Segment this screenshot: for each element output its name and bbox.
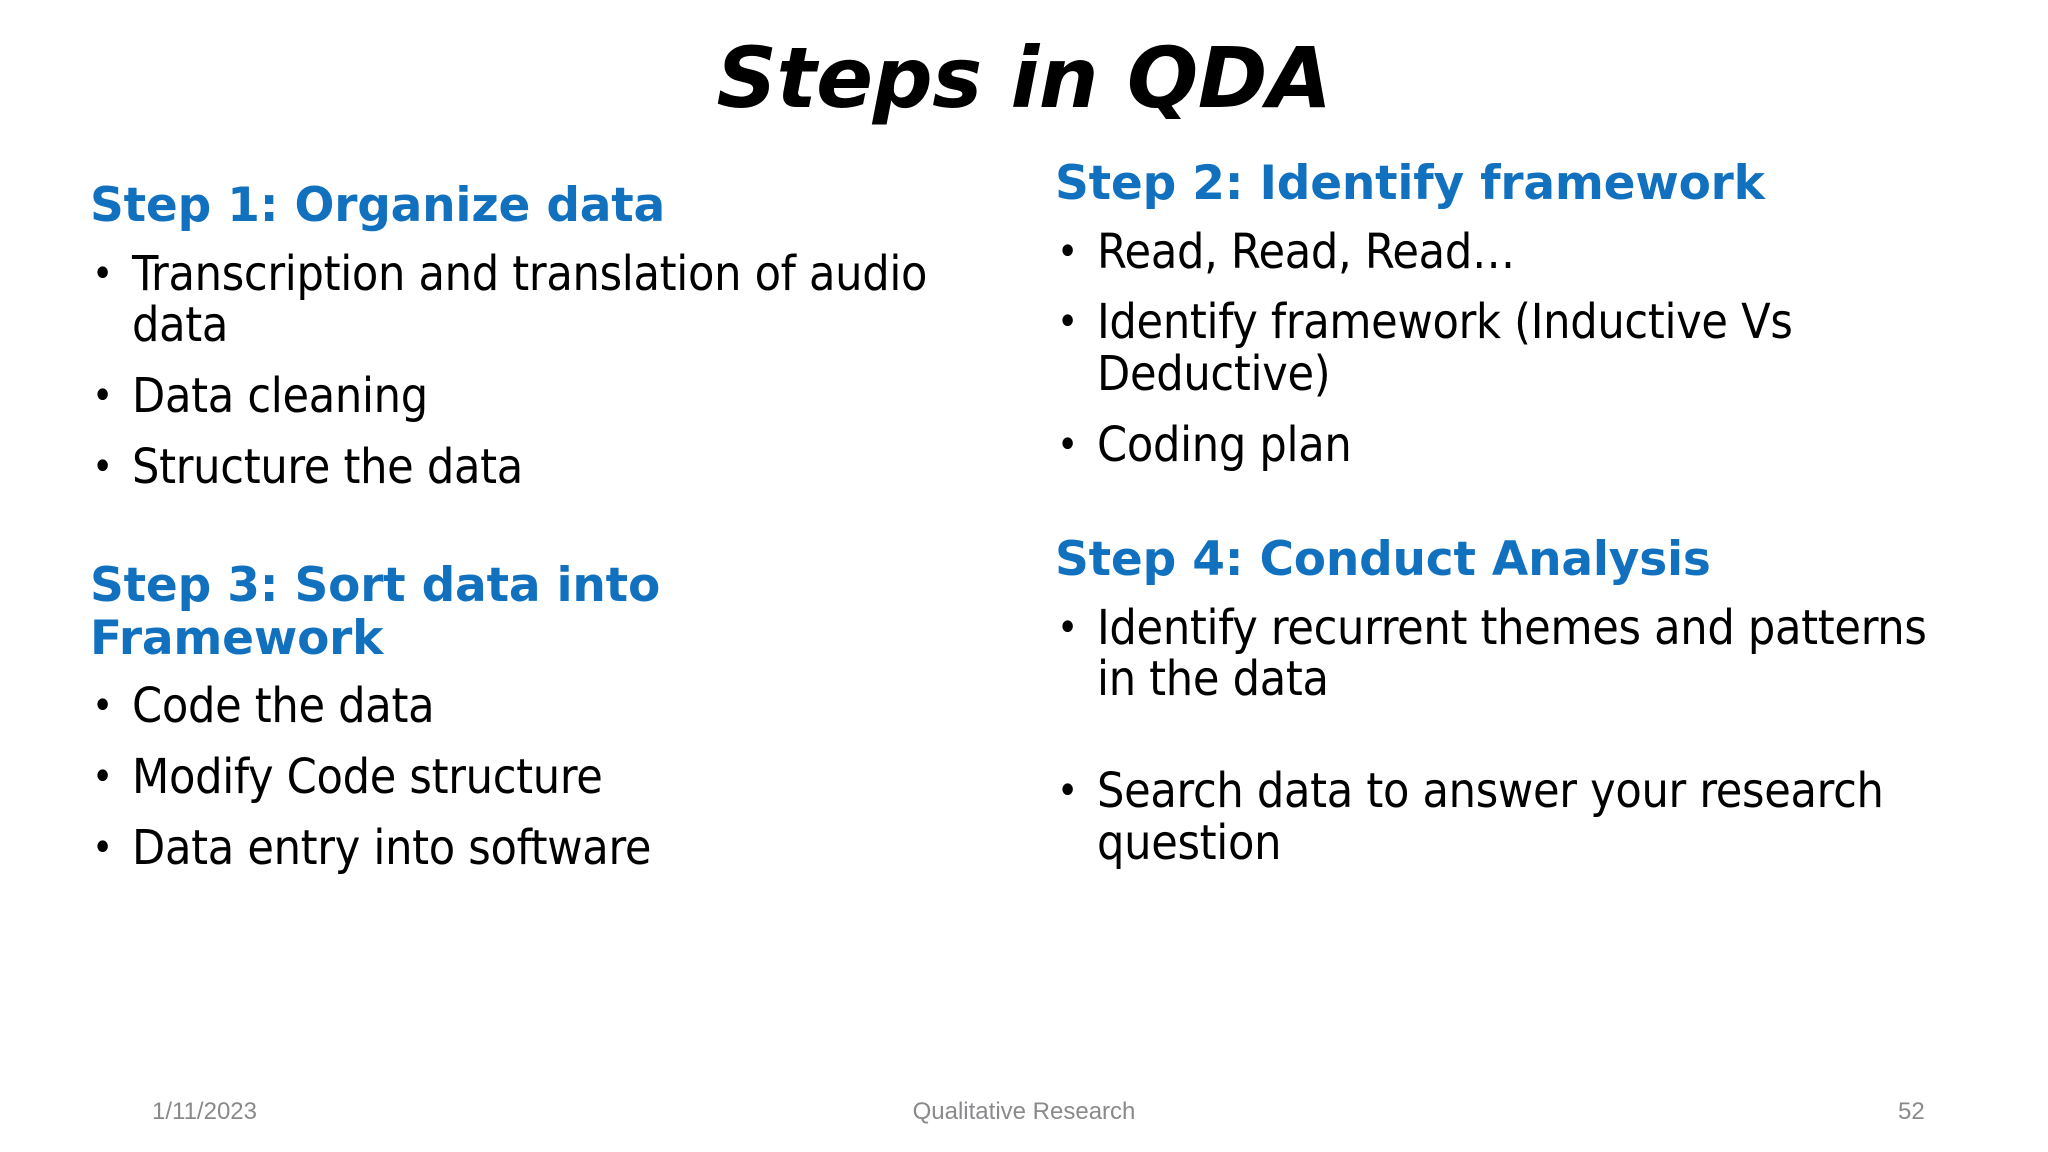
list-item: Identify framework (Inductive Vs Deducti… (1055, 297, 1975, 401)
footer-center-text: Qualitative Research (912, 1098, 1136, 1125)
step-block-2: Step 2: Identify framework Read, Read, R… (1055, 156, 1975, 472)
slide-footer: 1/11/2023 Qualitative Research 52 (0, 1098, 2048, 1138)
slide-body: Step 1: Organize data Transcription and … (0, 157, 2048, 1070)
step-block-4: Step 4: Conduct Analysis Identify recurr… (1055, 531, 1975, 870)
list-item: Search data to answer your research ques… (1055, 765, 1975, 870)
list-item: Code the data (90, 680, 950, 733)
list-item: Structure the data (90, 441, 950, 494)
list-item: Data entry into software (90, 822, 950, 875)
step-2-heading: Step 2: Identify framework (1055, 156, 1765, 211)
step-3-bullet-list: Code the data Modify Code structure Data… (90, 680, 950, 875)
left-column-spacer (90, 494, 950, 560)
list-item: Read, Read, Read… (1055, 226, 1975, 279)
step-3-heading: Step 3: Sort data into Framework (90, 557, 661, 666)
slide-number: 52 (1898, 1098, 1925, 1125)
step-2-bullet-list: Read, Read, Read… Identify framework (In… (1055, 226, 1975, 472)
page-title: Steps in QDA (716, 29, 1332, 127)
left-column: Step 1: Organize data Transcription and … (90, 178, 950, 875)
list-item: Coding plan (1055, 419, 1975, 472)
step-1-bullet-list: Transcription and translation of audio d… (90, 248, 950, 494)
list-item: Data cleaning (90, 370, 950, 423)
list-item: Modify Code structure (90, 751, 950, 804)
right-column-spacer (1055, 472, 1975, 534)
footer-date: 1/11/2023 (152, 1098, 257, 1125)
step-block-3: Step 3: Sort data into Framework Code th… (90, 557, 950, 875)
step-4-heading: Step 4: Conduct Analysis (1055, 531, 1711, 587)
list-item: Identify recurrent themes and patterns i… (1055, 602, 1975, 707)
list-item: Transcription and translation of audio d… (90, 248, 950, 353)
step-1-heading: Step 1: Organize data (90, 178, 666, 233)
step-4-bullet-list: Identify recurrent themes and patterns i… (1055, 602, 1975, 870)
right-column: Step 2: Identify framework Read, Read, R… (1055, 157, 1975, 870)
step-block-1: Step 1: Organize data Transcription and … (90, 178, 950, 494)
